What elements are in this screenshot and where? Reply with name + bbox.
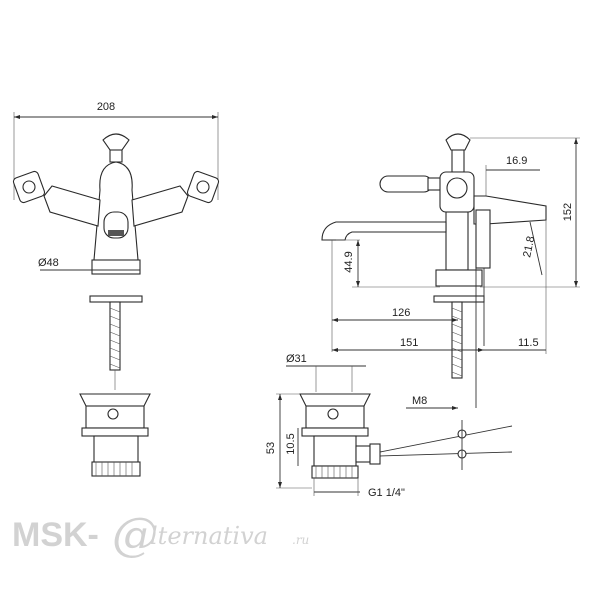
overall-dim-label: 151 (400, 337, 418, 349)
side-base (435, 269, 483, 287)
waste-side-screw (327, 408, 339, 420)
arrow-right (212, 115, 218, 119)
arrow-reach-right (452, 318, 458, 322)
rear-offset-dim-label: 11.5 (518, 337, 539, 349)
height-dim-label: 152 (562, 203, 574, 221)
lever-dim-line (529, 221, 543, 276)
watermark-suffix: lternativa (150, 522, 268, 550)
side-body-ring (446, 177, 468, 199)
watermark-at: @ (112, 507, 158, 561)
side-view: 152 16.9 21.8 44.9 (321, 133, 580, 410)
arrow-reach-left (332, 318, 338, 322)
waste-outlet-nut (369, 443, 381, 465)
tap-base (91, 259, 141, 275)
waste-height-label: 53 (265, 442, 277, 454)
flange-dim-label: 10.5 (285, 433, 297, 454)
waste-side-body (313, 435, 357, 467)
waste-side-washer (301, 427, 369, 437)
side-top-knob (445, 133, 471, 151)
linkage-rod-upper (379, 425, 513, 453)
arrow-waste-bottom (278, 482, 282, 488)
arrow-left (14, 115, 20, 119)
rod-thread-marks (109, 307, 121, 369)
base-diameter-label: Ø48 (38, 257, 59, 269)
side-knob-stem (451, 149, 465, 173)
linkage-rod-lower (379, 451, 513, 457)
right-handle-hub (196, 180, 210, 194)
watermark-domain: .ru (292, 533, 309, 547)
side-rod (451, 301, 463, 379)
side-rod-threads (451, 307, 463, 377)
left-handle-hub (22, 180, 36, 194)
waste-outlet (355, 445, 371, 463)
thread-dim-label: G1 1/4" (368, 487, 405, 499)
mounting-washer (89, 295, 143, 303)
side-lever-handle (379, 175, 433, 193)
arrow-spout-bottom (356, 281, 360, 287)
watermark: MSK- @ lternativa .ru (12, 507, 309, 561)
threaded-rod (109, 301, 121, 371)
arrow-spout-top (356, 240, 360, 246)
side-spout (321, 221, 447, 241)
watermark-prefix: MSK- (12, 516, 99, 554)
waste-washer (81, 427, 149, 437)
waste-side-thread (311, 465, 359, 479)
top-knob (102, 133, 130, 151)
arrow-bottom (574, 281, 578, 287)
width-dim-label: 208 (97, 101, 115, 113)
arrow-overall-left (332, 348, 338, 352)
right-arm (131, 185, 189, 227)
knob-stem (109, 149, 123, 163)
reach-dim-label: 126 (392, 307, 410, 319)
left-arm (43, 185, 101, 227)
offset-dim-label: 16.9 (506, 155, 527, 167)
aerator-mesh (108, 230, 124, 236)
waste-side-cap (299, 393, 371, 407)
front-view: 208 Ø48 (12, 101, 220, 477)
spout-dim-label: 44.9 (343, 251, 355, 272)
lever-dim-label: 21.8 (521, 235, 537, 258)
m8-label: M8 (412, 395, 427, 407)
rear-body (475, 209, 491, 269)
waste-side-view: Ø31 53 10.5 (265, 353, 513, 499)
waste-thread-marks (95, 462, 133, 476)
waste-dia-label: Ø31 (286, 353, 307, 365)
waste-thread (91, 461, 141, 477)
arrow-waste-top (278, 394, 282, 400)
side-body-lower (445, 211, 469, 271)
arrow-m8 (452, 406, 458, 410)
waste-side-thread-marks (315, 466, 353, 478)
side-washer (433, 295, 485, 303)
arrow-overall-right (478, 348, 484, 352)
waste-cap (79, 393, 151, 407)
waste-screw (107, 408, 119, 420)
arrow-top (574, 138, 578, 144)
